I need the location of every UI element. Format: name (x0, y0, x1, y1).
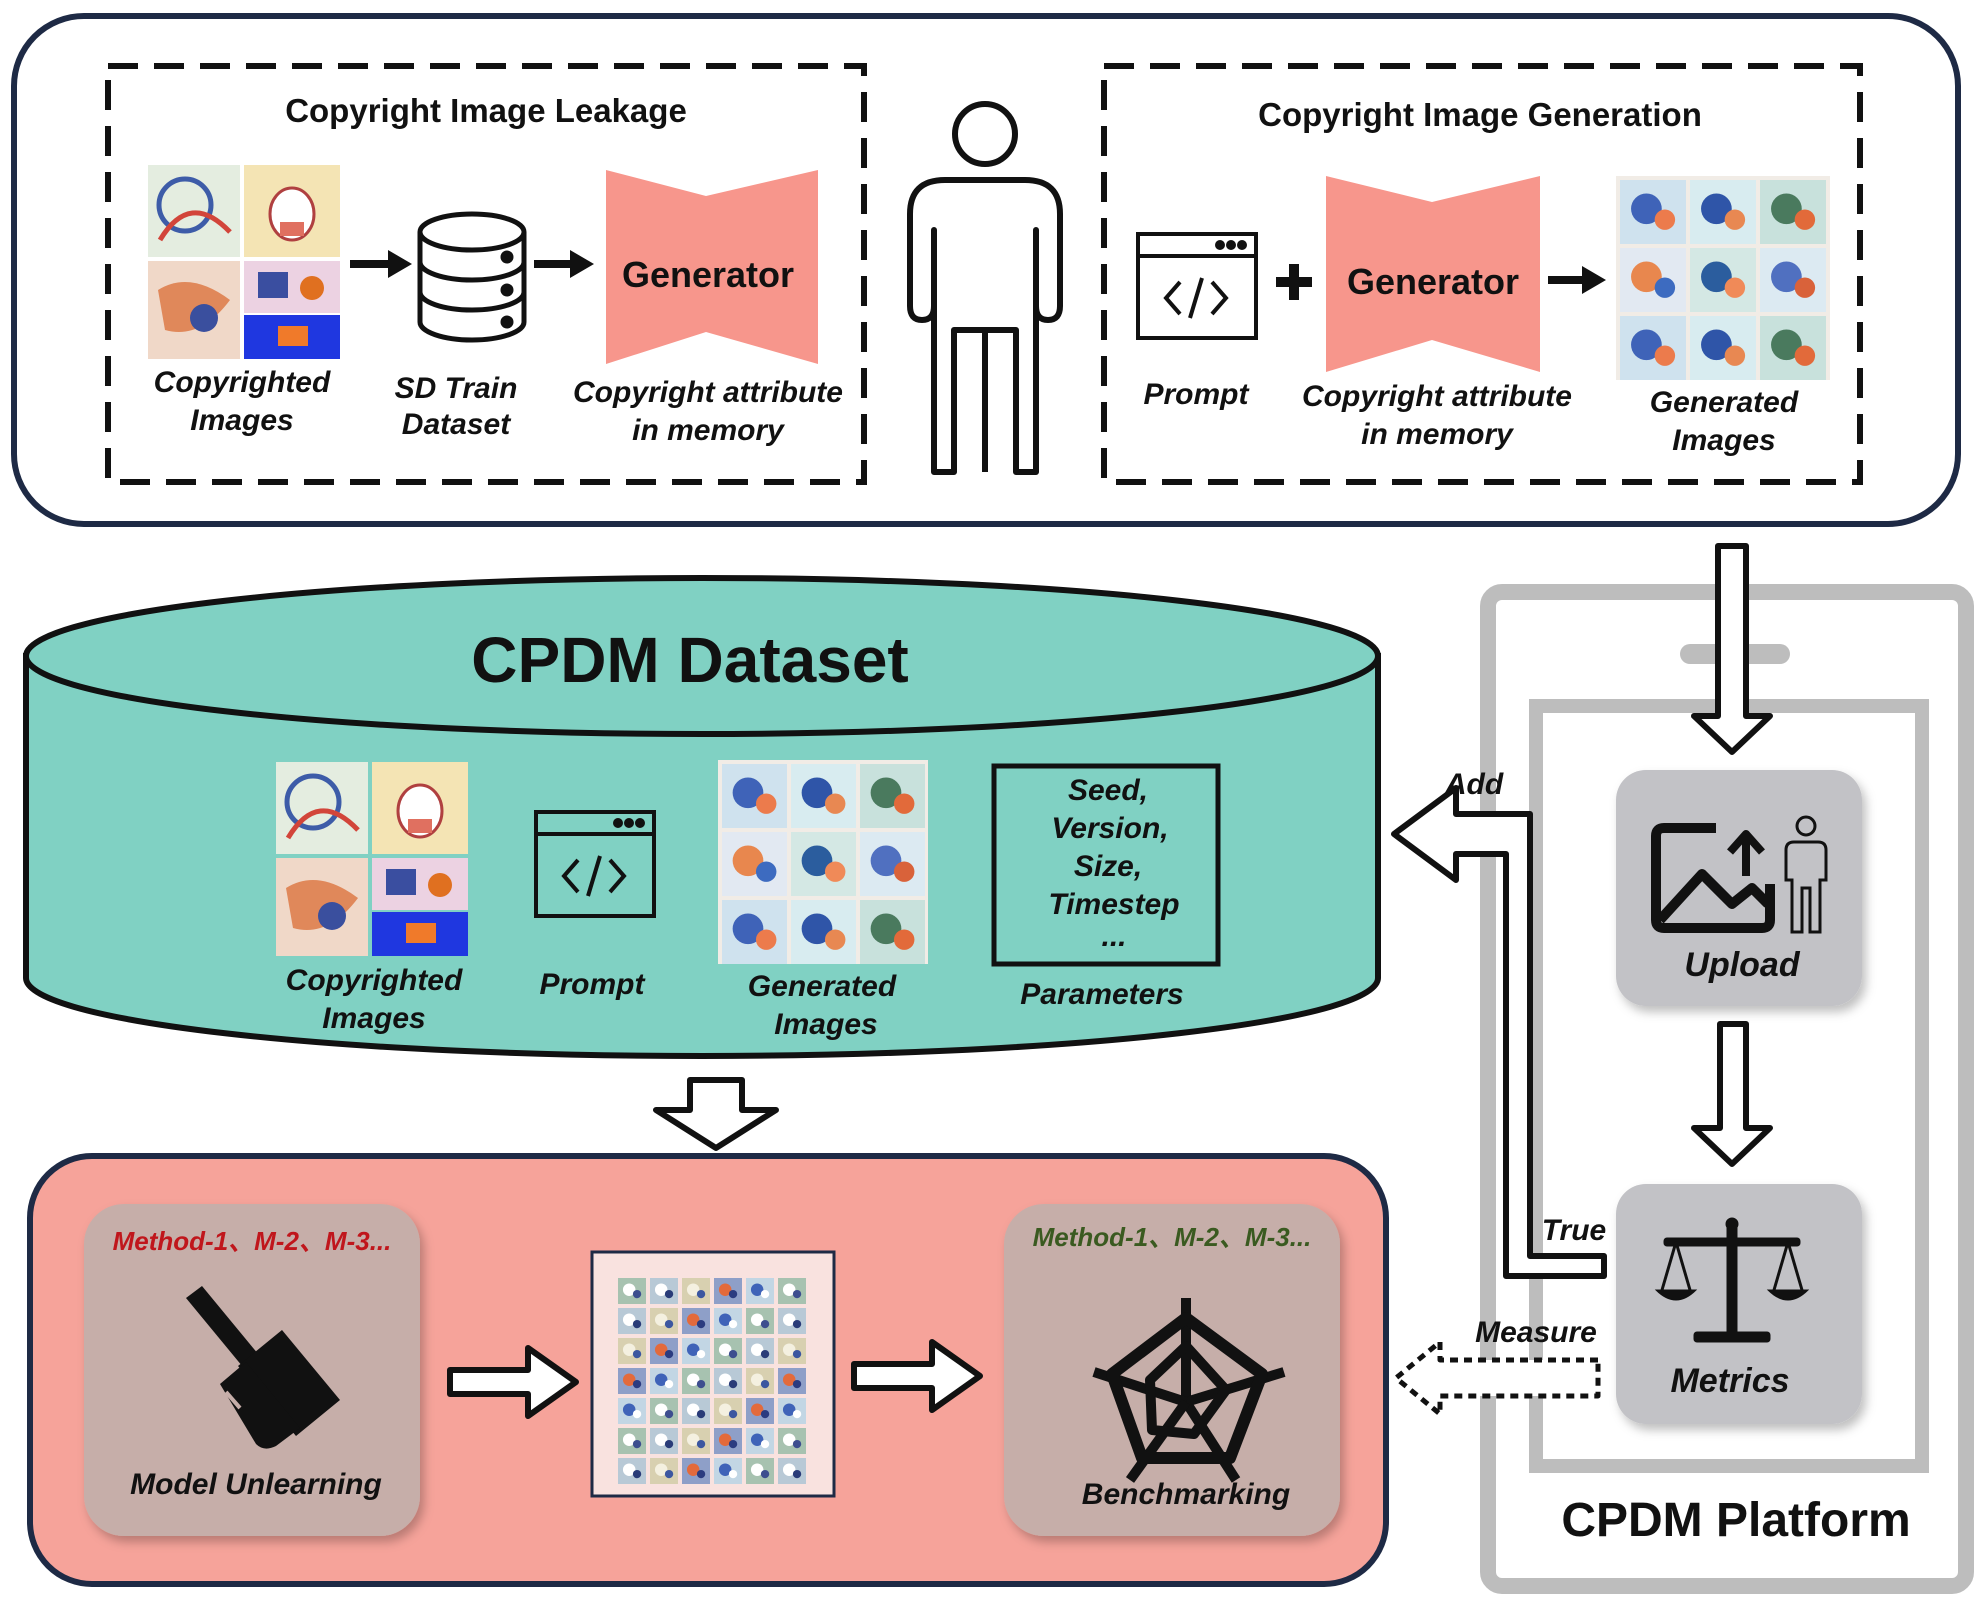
generation-generated-label-2: Images (1672, 424, 1775, 457)
leakage-memory-label: Copyright attribute (573, 376, 843, 409)
generator-label-generation: Generator (1347, 261, 1519, 302)
scale-icon (1654, 1217, 1810, 1343)
generation-generated-label: Generated (1650, 386, 1799, 419)
arrow-upload-to-metrics (1691, 1021, 1773, 1167)
upload-image-icon (1651, 823, 1775, 933)
benchmark-methods: Method-1、M-2、M-3... (1033, 1222, 1312, 1252)
dataset-copyrighted-label-2: Images (322, 1002, 425, 1035)
arrow-dataset-down (653, 1077, 779, 1151)
plus-icon (1276, 264, 1312, 300)
platform-title: CPDM Platform (1561, 1494, 1910, 1547)
generator-shape-generation (1326, 176, 1540, 372)
measure-label: Measure (1475, 1316, 1597, 1349)
parameters-label: Parameters (1020, 978, 1183, 1011)
dataset-prompt-code-icon (534, 810, 656, 918)
dataset-title: CPDM Dataset (471, 624, 908, 696)
generation-memory-label-2: in memory (1361, 418, 1514, 451)
leakage-memory-label-2: in memory (632, 414, 785, 447)
generation-title: Copyright Image Generation (1258, 96, 1702, 133)
dataset-label: SD Train (395, 372, 518, 405)
generation-box (1101, 63, 1863, 485)
generated-images-thumb-top (1616, 176, 1830, 380)
arrow-true-add (1391, 785, 1607, 1279)
unlearning-methods: Method-1、M-2、M-3... (113, 1226, 392, 1256)
param-version: Version, (1051, 812, 1168, 845)
param-timestep: Timestep (1048, 888, 1179, 921)
leakage-copyrighted-label-2: Images (190, 404, 293, 437)
person-icon (907, 101, 1063, 475)
generator-label-leakage: Generator (622, 254, 794, 295)
unlearning-label: Model Unlearning (130, 1468, 382, 1501)
dataset-generated-label-2: Images (774, 1008, 877, 1041)
brush-icon (186, 1286, 340, 1449)
database-icon (417, 211, 527, 343)
dataset-generated-thumb (718, 760, 928, 964)
benchmark-label: Benchmarking (1082, 1478, 1290, 1511)
leakage-title: Copyright Image Leakage (285, 92, 687, 129)
top-panel (11, 13, 1961, 527)
metrics-label: Metrics (1670, 1362, 1789, 1400)
dataset-generated-label: Generated (748, 970, 897, 1003)
generator-shape-leakage (606, 170, 818, 364)
dataset-copyrighted-thumb (276, 762, 468, 956)
arrow-grid-to-benchmark (851, 1339, 983, 1413)
dataset-label-2: Dataset (402, 408, 512, 441)
true-label: True (1542, 1214, 1606, 1247)
unlearned-images-grid (590, 1250, 836, 1498)
user-icon (1784, 815, 1828, 934)
dataset-prompt-label: Prompt (540, 968, 647, 1001)
upload-label: Upload (1684, 946, 1800, 984)
leakage-copyrighted-label: Copyrighted (154, 366, 331, 399)
prompt-code-icon (1136, 232, 1258, 340)
generation-memory-label: Copyright attribute (1302, 380, 1572, 413)
param-seed: Seed, (1068, 774, 1148, 807)
arrow-unlearning-to-grid (447, 1345, 579, 1419)
radar-chart-icon (1092, 1298, 1286, 1483)
param-size: Size, (1074, 850, 1142, 883)
arrow-to-upload (1691, 543, 1773, 755)
param-ellipsis: ... (1101, 920, 1126, 953)
benchmark-card (1004, 1204, 1340, 1536)
dataset-copyrighted-label: Copyrighted (286, 964, 463, 997)
generation-prompt-label: Prompt (1144, 378, 1251, 411)
parameters-box (991, 763, 1221, 967)
arrow-measure (1393, 1339, 1601, 1417)
add-label: Add (1444, 768, 1504, 801)
copyrighted-images-thumb (148, 165, 340, 359)
leakage-box (105, 63, 867, 485)
